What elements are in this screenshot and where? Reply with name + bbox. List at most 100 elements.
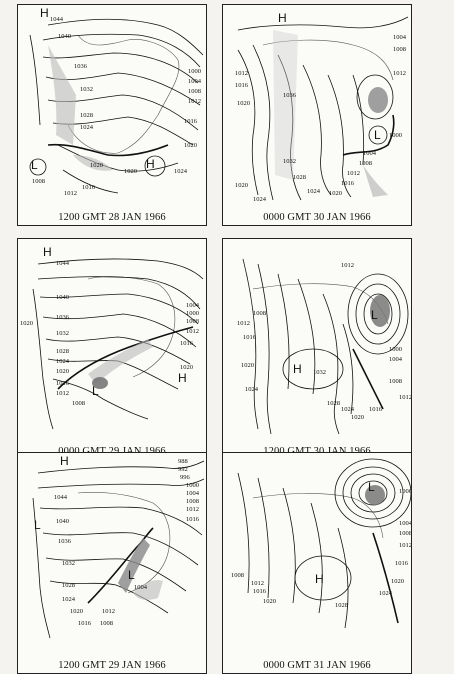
- isobar-label: 1000: [186, 482, 199, 489]
- isobar-label: 1008: [399, 530, 412, 537]
- isobar-label: 1044: [54, 494, 68, 501]
- isobar-map: H L H 1044 1040 1036 1032 1028 1024 1020…: [29, 6, 204, 197]
- high-pressure-center: H: [40, 6, 49, 20]
- isobar-label: 1028: [56, 348, 69, 355]
- high-pressure-center: H: [293, 362, 302, 376]
- isobar-label: 1000: [389, 132, 402, 139]
- isobar-label: 1020: [263, 598, 276, 605]
- isobar-label: 1020: [56, 368, 69, 375]
- isobar-label: 1012: [399, 542, 412, 549]
- map-time-caption: 0000 GMT 30 JAN 1966: [263, 212, 371, 223]
- isobar-label: 1032: [283, 158, 296, 165]
- isobar-label: 1004: [188, 78, 202, 85]
- isobar-label: 1012: [347, 170, 360, 177]
- isobar-label: 1028: [327, 400, 340, 407]
- high-pressure-center: H: [60, 454, 69, 468]
- map-panel: H L H 1044 1040 1036 1032 1028 1024 1020…: [17, 238, 207, 460]
- isobar-label: 1032: [62, 560, 75, 567]
- isobar-label: 1036: [56, 314, 70, 321]
- isobar-label: 1024: [80, 124, 94, 131]
- isobar-map: H L L 988 992 996 1000 1004 1008 1012 10…: [32, 454, 205, 639]
- isobar-label: 1008: [389, 378, 402, 385]
- isobar-label: 1020: [180, 364, 193, 371]
- low-pressure-center: L: [34, 518, 41, 532]
- map-time-caption: 1200 GMT 29 JAN 1966: [58, 660, 166, 671]
- isobar-label: 1008: [393, 46, 406, 53]
- isobar-label: 1012: [341, 262, 354, 269]
- isobar-label: 1044: [50, 16, 64, 23]
- isobar-map: H L 1000 1004 1008 1012 1016 1020 1024 1…: [231, 458, 412, 629]
- isobar-label: 996: [180, 474, 191, 481]
- isobar-label: 1020: [184, 142, 197, 149]
- isobar-label: 1016: [235, 82, 249, 89]
- isobar-label: 1004: [363, 150, 377, 157]
- isobar-label: 1024: [62, 596, 76, 603]
- low-pressure-center: L: [368, 480, 375, 494]
- isobar-label: 1024: [253, 196, 267, 203]
- low-pressure-center: L: [92, 384, 99, 398]
- low-pressure-center: L: [371, 308, 378, 322]
- isobar-label: 1000: [186, 310, 199, 317]
- isobar-label: 1028: [335, 602, 348, 609]
- isobar-label: 1012: [399, 394, 412, 401]
- isobar-label: 1012: [56, 390, 69, 397]
- isobar-label: 1016: [56, 380, 70, 387]
- isobar-label: 1024: [341, 406, 355, 413]
- isobar-label: 1004: [134, 584, 148, 591]
- isobar-label: 1012: [393, 70, 406, 77]
- map-panel: H L 1012 1008 1012 1016 1020 1024 1032 1…: [222, 238, 412, 460]
- isobar-label: 1008: [100, 620, 113, 627]
- isobar-label: 1016: [253, 588, 267, 595]
- isobar-label: 1012: [237, 320, 250, 327]
- isobar-label: 1004: [399, 520, 412, 527]
- isobar-label: 1028: [293, 174, 306, 181]
- isobar-label: 1024: [245, 386, 259, 393]
- isobar-label: 1040: [56, 294, 69, 301]
- isobar-label: 1012: [102, 608, 115, 615]
- high-pressure-center: H: [43, 245, 52, 259]
- isobar-label: 1016: [78, 620, 92, 627]
- isobar-label: 1028: [62, 582, 75, 589]
- isobar-label: 1016: [369, 406, 383, 413]
- isobar-label: 1020: [237, 100, 250, 107]
- low-pressure-center: L: [31, 158, 38, 172]
- isobar-label: 1000: [389, 346, 402, 353]
- isobar-label: 1016: [341, 180, 355, 187]
- isobar-label: 1004: [389, 356, 403, 363]
- map-time-caption: 0000 GMT 29 JAN 1966: [18, 446, 206, 457]
- isobar-label: 1036: [74, 63, 88, 70]
- isobar-label: 1008: [72, 400, 85, 407]
- isobar-label: 1032: [313, 369, 326, 376]
- high-pressure-center: H: [178, 371, 187, 385]
- isobar-label: 1012: [235, 70, 248, 77]
- isobar-label: 1020: [90, 162, 103, 169]
- isobar-label: 1024: [307, 188, 321, 195]
- isobar-label: 1028: [80, 112, 93, 119]
- isobar-label: 1016: [82, 184, 96, 191]
- low-pressure-center: L: [128, 568, 135, 582]
- isobar-label: 1000: [399, 488, 412, 495]
- isobar-label: 1020: [329, 190, 342, 197]
- isobar-label: 1016: [184, 118, 198, 125]
- isobar-label: 1008: [188, 88, 201, 95]
- isobar-label: 1016: [180, 340, 194, 347]
- isobar-label: 1008: [231, 572, 244, 579]
- isobar-label: 1036: [58, 538, 72, 545]
- isobar-label: 1012: [186, 328, 199, 335]
- isobar-label: 1020: [20, 320, 33, 327]
- isobar-label: 1012: [186, 506, 199, 513]
- map-panel: H L 1004 1008 1012 1012 1016 1020 1036 1…: [222, 4, 412, 226]
- low-pressure-center: L: [374, 128, 381, 142]
- high-pressure-center: H: [315, 572, 324, 586]
- isobar-label: 988: [178, 458, 188, 465]
- isobar-label: 1020: [241, 362, 254, 369]
- isobar-label: 1020: [124, 168, 137, 175]
- isobar-label: 1040: [56, 518, 69, 525]
- isobar-label: 1008: [186, 318, 199, 325]
- isobar-label: 1020: [391, 578, 404, 585]
- isobar-label: 1032: [80, 86, 93, 93]
- isobar-label: 1012: [64, 190, 77, 197]
- map-panel: H L L 988 992 996 1000 1004 1008 1012 10…: [17, 452, 207, 674]
- isobar-map: H L 1012 1008 1012 1016 1020 1024 1032 1…: [237, 258, 412, 435]
- isobar-label: 1004: [186, 490, 200, 497]
